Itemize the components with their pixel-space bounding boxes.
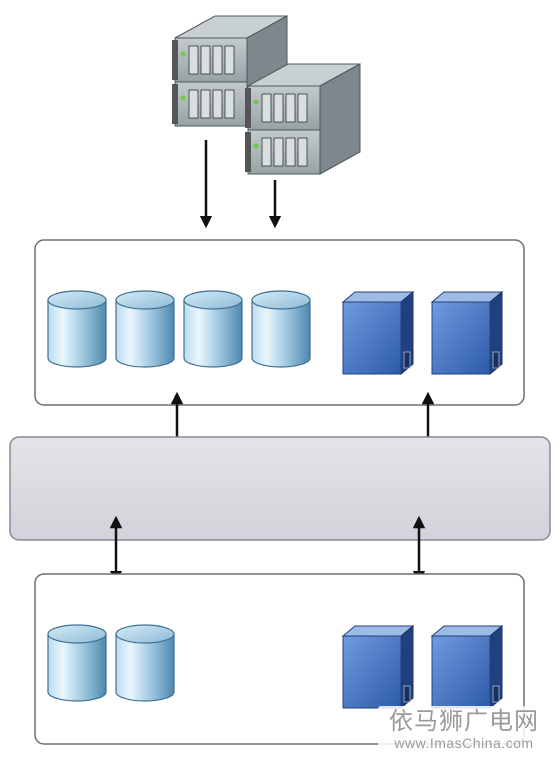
database-cylinder-icon (115, 290, 175, 368)
network-layer (9, 436, 551, 541)
database-cylinder-icon (115, 624, 175, 702)
database-cylinder-icon (183, 290, 243, 368)
database-cylinder-icon (251, 290, 311, 368)
watermark-url: www.ImasChina.com (394, 735, 534, 751)
server-rack-icon-right (244, 63, 361, 175)
tower-server-icon (431, 625, 503, 709)
database-cylinder-icon (47, 624, 107, 702)
watermark-text: 依马狮广电网 (389, 707, 539, 735)
tower-server-icon (342, 291, 414, 375)
tower-server-icon (342, 625, 414, 709)
watermark: 依马狮广电网 www.ImasChina.com (378, 706, 550, 754)
database-cylinder-icon (47, 290, 107, 368)
tower-server-icon (431, 291, 503, 375)
